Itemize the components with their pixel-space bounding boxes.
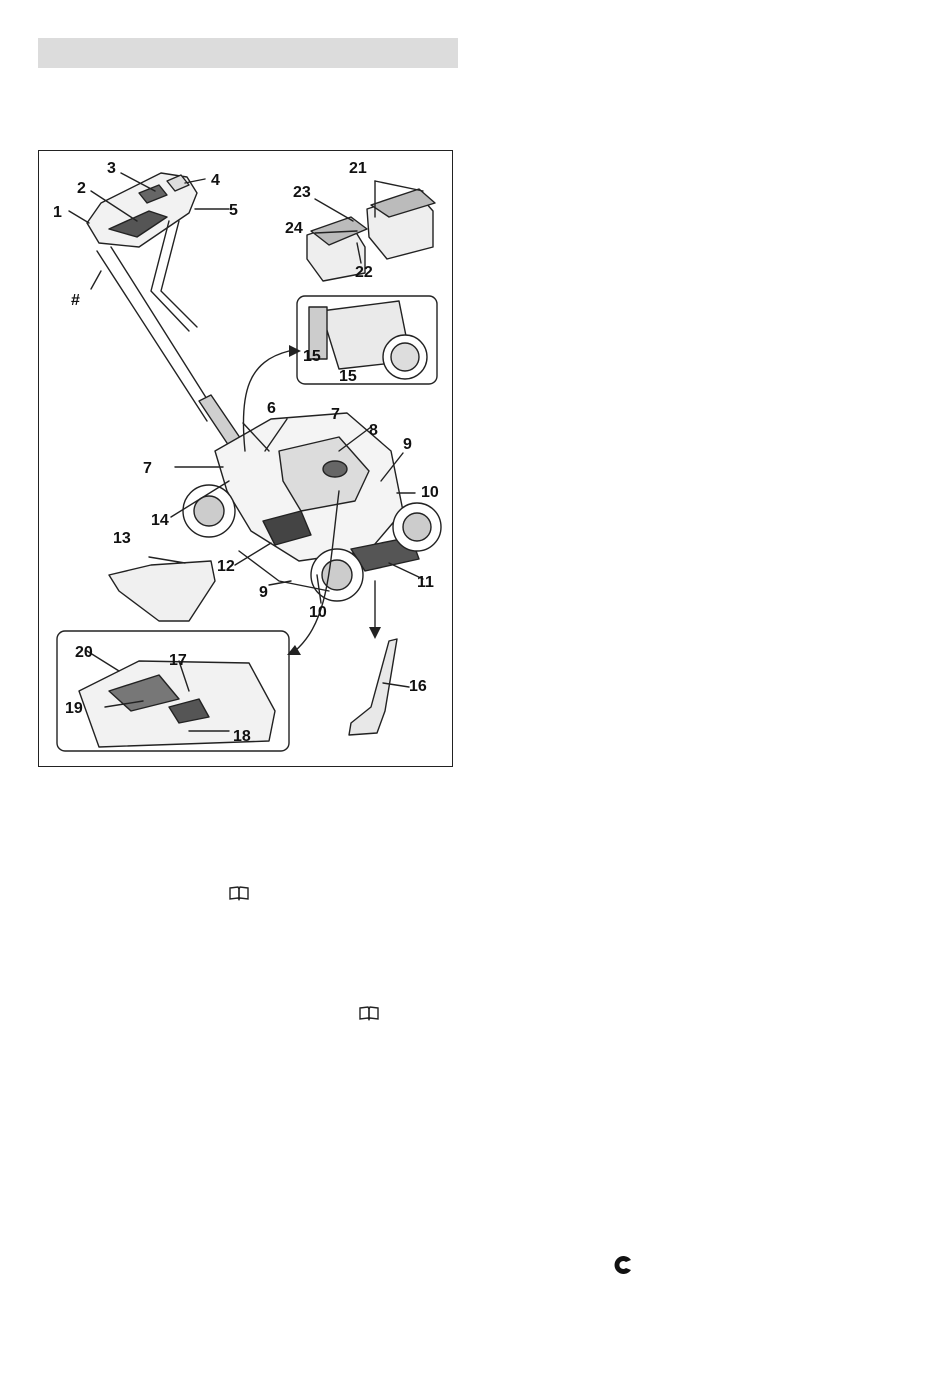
callout-14: 14 bbox=[151, 512, 169, 529]
callout-8: 8 bbox=[369, 422, 378, 439]
callout-10-bottom: 10 bbox=[309, 604, 327, 621]
callout-21: 21 bbox=[349, 160, 367, 177]
callout-17: 17 bbox=[169, 652, 187, 669]
callout-10-right: 10 bbox=[421, 484, 439, 501]
book-icon bbox=[358, 1005, 380, 1021]
callout-15-left: 15 bbox=[303, 348, 321, 365]
callout-7-top: 7 bbox=[331, 406, 340, 423]
callout-13: 13 bbox=[113, 530, 131, 547]
callout-9-right: 9 bbox=[403, 436, 412, 453]
callout-1: 1 bbox=[53, 204, 62, 221]
section-header-bar bbox=[38, 38, 458, 68]
callout-18: 18 bbox=[233, 728, 251, 745]
callout-20: 20 bbox=[75, 644, 93, 661]
callout-4: 4 bbox=[211, 172, 220, 189]
callout-24: 24 bbox=[285, 220, 303, 237]
callout-2: 2 bbox=[77, 180, 86, 197]
callout-7-left: 7 bbox=[143, 460, 152, 477]
callout-9-bottom: 9 bbox=[259, 584, 268, 601]
callout-5: 5 bbox=[229, 202, 238, 219]
book-icon bbox=[228, 885, 250, 901]
callout-hash: # bbox=[71, 292, 80, 309]
brand-mark-icon bbox=[612, 1254, 634, 1276]
callout-15-right: 15 bbox=[339, 368, 357, 385]
parts-overview-figure: 1 2 3 4 5 # 21 23 24 22 15 15 6 7 7 8 9 … bbox=[38, 150, 453, 767]
callout-11: 11 bbox=[417, 574, 434, 591]
callout-19: 19 bbox=[65, 700, 83, 717]
mower-illustration: 1 2 3 4 5 # 21 23 24 22 15 15 6 7 7 8 9 … bbox=[39, 151, 452, 766]
callout-16: 16 bbox=[409, 678, 427, 695]
callout-23: 23 bbox=[293, 184, 311, 201]
callout-12: 12 bbox=[217, 558, 235, 575]
callout-3: 3 bbox=[107, 160, 116, 177]
callout-6: 6 bbox=[267, 400, 276, 417]
callout-22: 22 bbox=[355, 264, 373, 281]
